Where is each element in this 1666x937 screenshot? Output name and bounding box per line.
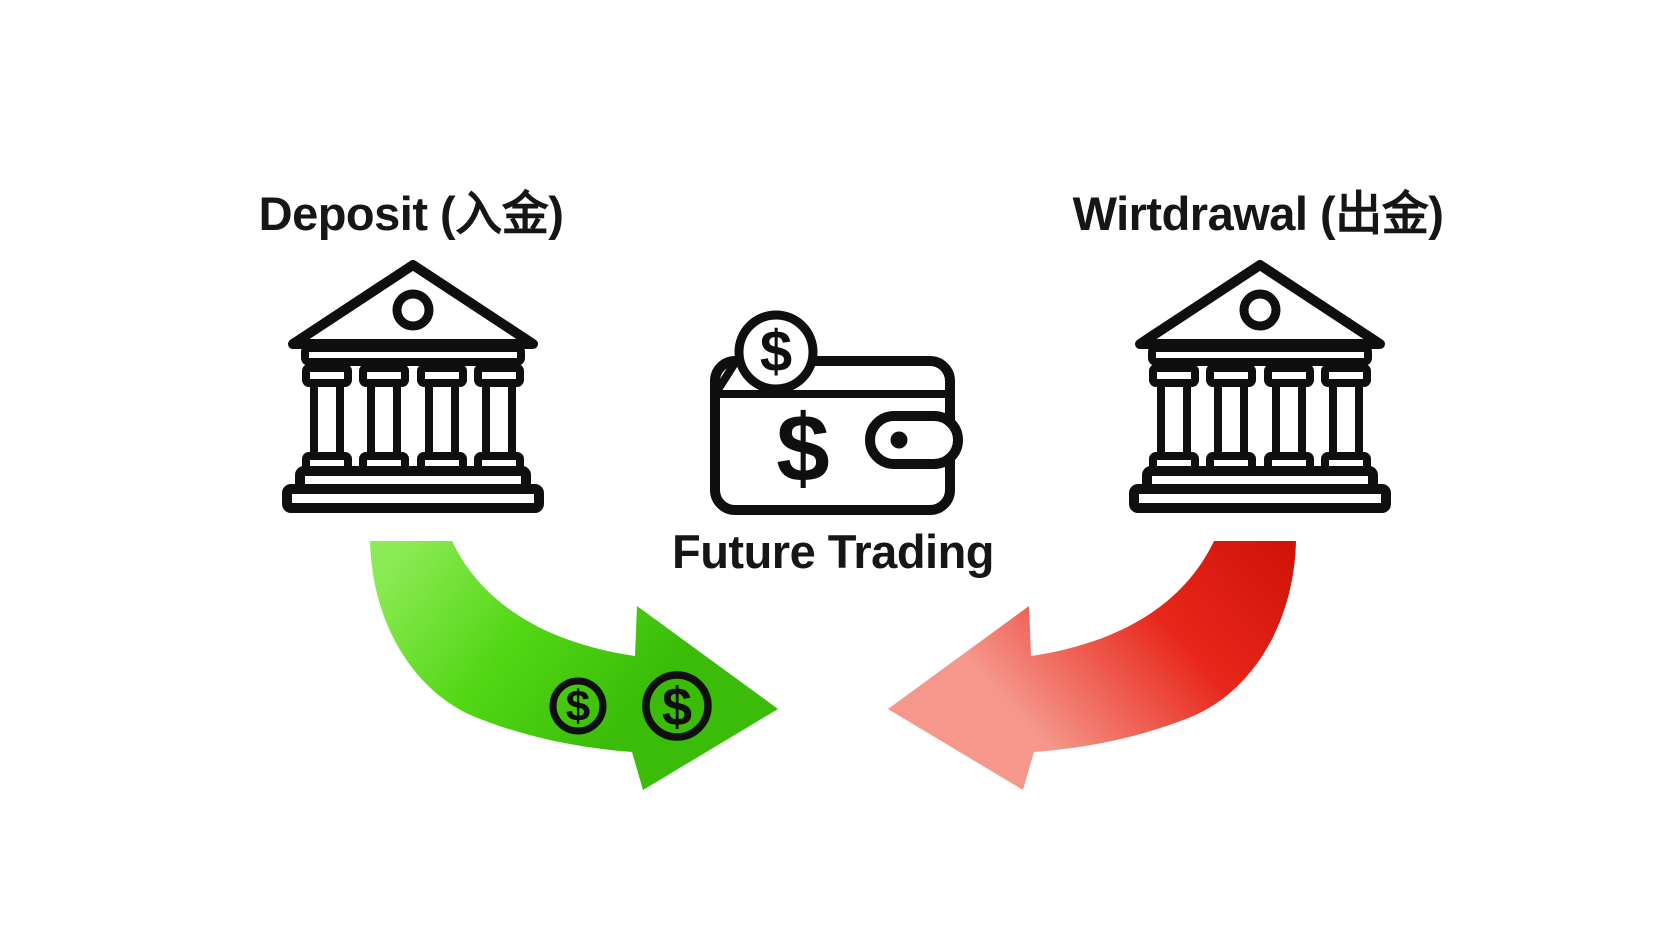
dollar-sign: $ (662, 677, 692, 737)
wallet-clasp (865, 411, 963, 469)
red-curved-arrow-left-icon (888, 541, 1296, 790)
dollar-sign: $ (760, 319, 792, 384)
coin-circle (734, 310, 818, 394)
withdrawal-label: Wirtdrawal (出金) (1072, 187, 1444, 240)
dollar-coin-icon: $ (642, 671, 712, 741)
bank-building-icon (287, 265, 539, 508)
wallet-with-dollar-coin-icon: $ $ (710, 310, 963, 515)
wallet-clasp-dot (890, 431, 908, 449)
deposit-label: Deposit (入金) (258, 187, 564, 240)
future-trading-label: Future Trading (672, 525, 995, 578)
bank-building-icon (1134, 265, 1386, 508)
dollar-sign: $ (566, 682, 590, 731)
green-curved-arrow-right-icon (370, 541, 778, 790)
dollar-coin-icon: $ (549, 677, 607, 735)
dollar-sign: $ (776, 395, 829, 502)
